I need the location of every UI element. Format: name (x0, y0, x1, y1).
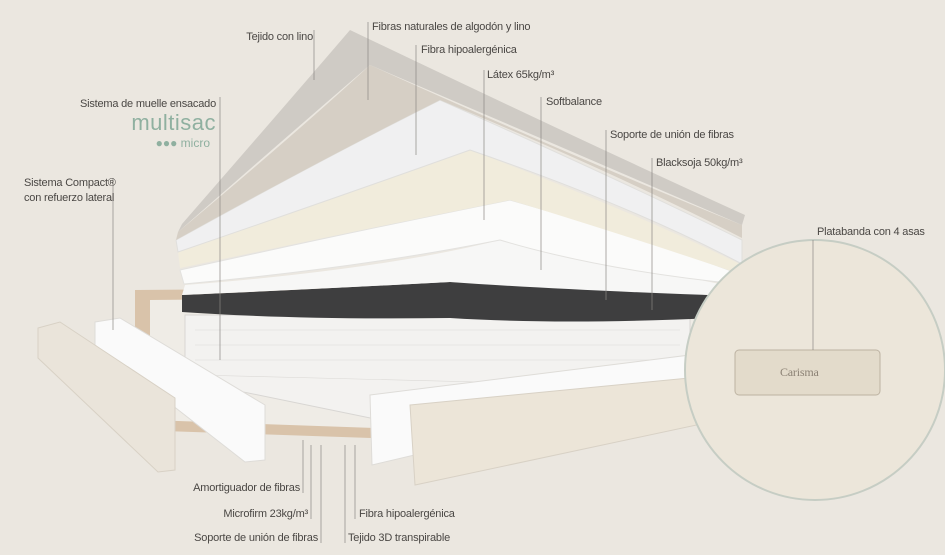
layer-latex (178, 150, 742, 274)
layer-fibras-naturales (176, 65, 742, 240)
label-compact-1: Sistema Compact® (24, 177, 116, 189)
label-microfirm: Microfirm 23kg/m³ (223, 508, 308, 520)
layer-soporte (182, 240, 740, 296)
label-tejido-lino: Tejido con lino (246, 31, 313, 43)
label-latex: Látex 65kg/m³ (487, 69, 555, 81)
layer-tejido-lino (178, 30, 745, 232)
logo-sub: ●●● micro (155, 136, 210, 150)
label-amortiguador: Amortiguador de fibras (193, 482, 300, 494)
label-soporte-top: Soporte de unión de fibras (610, 129, 734, 141)
label-fibras-naturales: Fibras naturales de algodón y lino (372, 21, 531, 33)
label-compact-2: con refuerzo lateral (24, 192, 115, 204)
layer-blacksoja (182, 282, 720, 322)
leader-lines (112, 22, 814, 543)
label-soporte-bottom: Soporte de unión de fibras (194, 532, 318, 544)
label-blacksoja: Blacksoja 50kg/m³ (656, 157, 743, 169)
side-panel-left (37, 321, 176, 473)
label-fibra-hipo-top: Fibra hipoalergénica (421, 44, 517, 56)
handle-brand: Carisma (780, 365, 819, 379)
layer-fibra-hipoalergenica (175, 99, 743, 265)
label-fibra-hipo-bottom: Fibra hipoalergénica (359, 508, 455, 520)
logo-name: multisac (131, 110, 216, 135)
label-softbalance: Softbalance (546, 96, 602, 108)
multisac-logo: multisac ●●● micro (116, 110, 216, 154)
label-platabanda: Platabanda con 4 asas (817, 226, 925, 238)
label-muelle: Sistema de muelle ensacado (79, 98, 216, 110)
handle (734, 349, 881, 396)
label-tejido-3d: Tejido 3D transpirable (348, 532, 450, 544)
